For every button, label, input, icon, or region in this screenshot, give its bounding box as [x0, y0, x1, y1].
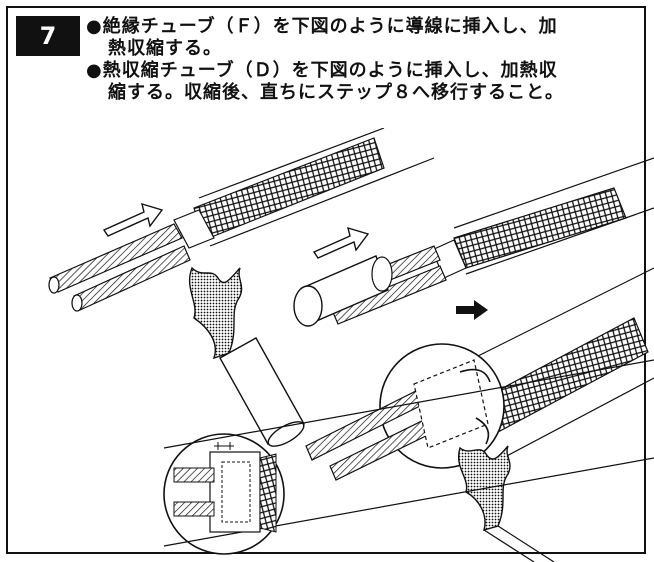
cable-center: [293, 157, 654, 327]
assembly-illustration: [48, 128, 654, 562]
flame-right-icon: [457, 445, 555, 562]
arrow-center-icon: [312, 226, 370, 259]
flame-left-icon: [188, 266, 243, 360]
instruction-item2-line1: ●熱収縮チューブ（Ｄ）を下図のように挿入し、加熱収: [86, 60, 558, 81]
insulation-tube-F: [219, 337, 305, 447]
detail-magnifier: [163, 359, 654, 555]
instruction-item1-line1: ●絶縁チューブ（Ｆ）を下図のように導線に挿入し、加: [86, 16, 558, 37]
step-number-badge: 7: [16, 16, 80, 56]
small-arrow-icon: [456, 300, 488, 320]
arrow-left-icon: [102, 202, 164, 237]
cable-left: [48, 128, 435, 312]
instruction-panel: 7 ●絶縁チューブ（Ｆ）を下図のように導線に挿入し、加 熱収縮する。 ●熱収縮チ…: [6, 6, 654, 562]
instruction-text: ●絶縁チューブ（Ｆ）を下図のように導線に挿入し、加 熱収縮する。 ●熱収縮チュー…: [86, 16, 651, 104]
cable-right: [305, 267, 654, 481]
instruction-item1-line2: 熱収縮する。: [108, 38, 222, 59]
instruction-item2-line2: 縮する。収縮後、直ちにステップ８へ移行すること。: [108, 82, 564, 103]
